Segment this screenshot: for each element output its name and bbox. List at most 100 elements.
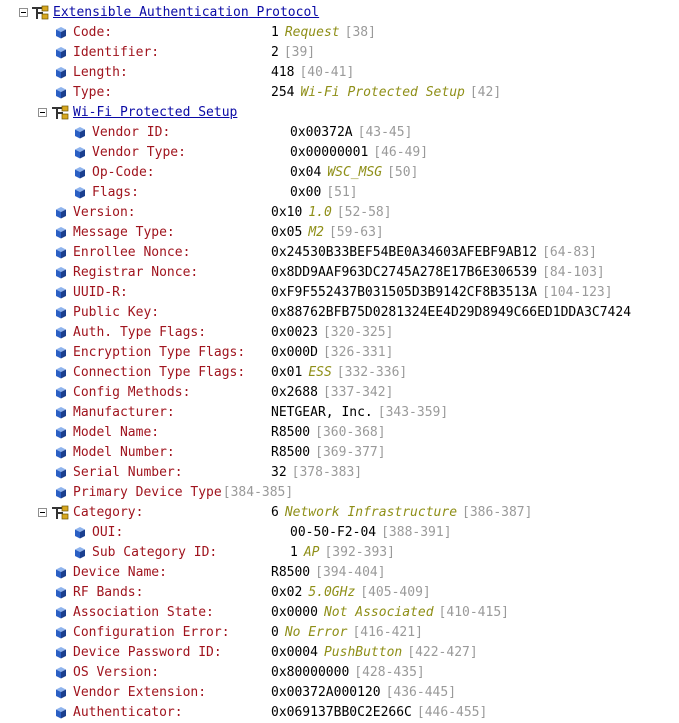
- byte-range: [326-331]: [322, 345, 394, 360]
- field-name: Model Number:: [73, 445, 175, 460]
- tree-field-row[interactable]: Model Number:R8500[369-377]: [0, 443, 679, 463]
- tree-field-row[interactable]: Enrollee Nonce:0x24530B33BEF54BE0A34603A…: [0, 243, 679, 263]
- tree-field-row[interactable]: Device Name:R8500[394-404]: [0, 563, 679, 583]
- byte-range: [332-336]: [336, 365, 408, 380]
- collapse-minus-icon[interactable]: [38, 508, 47, 517]
- byte-range: [369-377]: [315, 445, 386, 460]
- field-value: 00-50-F2-04: [290, 525, 377, 540]
- field-cube-icon: [56, 67, 66, 79]
- tree-field-row[interactable]: Manufacturer:NETGEAR, Inc.[343-359]: [0, 403, 679, 423]
- field-value: 0xF9F552437B031505D3B9142CF8B3513A: [271, 285, 538, 300]
- field-value: 418: [271, 65, 295, 80]
- field-name: Type:: [73, 85, 113, 100]
- byte-range: [384-385]: [222, 485, 294, 500]
- tree-field-row[interactable]: Model Name:R8500[360-368]: [0, 423, 679, 443]
- field-cube-icon: [56, 647, 66, 659]
- field-name: Length:: [73, 65, 128, 80]
- field-cube-icon: [75, 127, 85, 139]
- collapse-minus-icon[interactable]: [19, 8, 28, 17]
- byte-range: [337-342]: [322, 385, 394, 400]
- field-cube-icon: [56, 87, 66, 99]
- field-value: 0x000D: [271, 345, 318, 360]
- byte-range: [428-435]: [354, 665, 425, 680]
- field-name: OUI:: [92, 525, 124, 540]
- field-description: Wi-Fi Protected Setup: [300, 85, 465, 100]
- tree-field-row[interactable]: UUID-R:0xF9F552437B031505D3B9142CF8B3513…: [0, 283, 679, 303]
- tree-field-row[interactable]: Public Key:0x88762BFB75D0281324EE4D29D89…: [0, 303, 679, 323]
- field-value-group: 00-50-F2-04 [388-391]: [290, 523, 452, 543]
- tree-field-row[interactable]: Vendor Type:0x00000001[46-49]: [0, 143, 679, 163]
- field-value: 32: [271, 465, 287, 480]
- byte-range: [43-45]: [357, 125, 413, 140]
- tree-field-row[interactable]: Authenticator:0x069137BB0C2E266C[446-455…: [0, 703, 679, 723]
- byte-range: [386-387]: [462, 505, 533, 520]
- field-description: M2: [308, 225, 324, 240]
- tree-field-row[interactable]: Identifier:2[39]: [0, 43, 679, 63]
- field-cube-icon: [56, 387, 66, 399]
- tree-field-row[interactable]: Vendor Extension:0x00372A000120[436-445]: [0, 683, 679, 703]
- tree-field-row[interactable]: Primary Device Type[384-385]: [0, 483, 679, 503]
- field-cube-icon: [75, 167, 85, 179]
- field-value: 0x00: [290, 185, 322, 200]
- byte-range: [59-63]: [328, 225, 384, 240]
- tree-field-row[interactable]: Config Methods:0x2688[337-342]: [0, 383, 679, 403]
- tree-field-row[interactable]: Length:418[40-41]: [0, 63, 679, 83]
- tree-field-row[interactable]: OS Version:0x80000000[428-435]: [0, 663, 679, 683]
- tree-field-row[interactable]: Auth. Type Flags:0x0023[320-325]: [0, 323, 679, 343]
- field-cube-icon: [56, 587, 66, 599]
- field-value-group: 0x8DD9AAF963DC2745A278E17B6E306539[84-10…: [271, 263, 605, 283]
- tree-section-row[interactable]: Wi-Fi Protected Setup: [0, 103, 679, 123]
- tree-field-row[interactable]: Flags:0x00[51]: [0, 183, 679, 203]
- field-value: 0x8DD9AAF963DC2745A278E17B6E306539: [271, 265, 538, 280]
- byte-range: [360-368]: [315, 425, 386, 440]
- field-name: Wi-Fi Protected Setup: [73, 105, 238, 120]
- field-cube-icon: [56, 567, 66, 579]
- field-value-group: 0x069137BB0C2E266C[446-455]: [271, 703, 487, 723]
- field-value: 0x00000001: [290, 145, 369, 160]
- field-description: WSC_MSG: [327, 165, 383, 180]
- field-name: Configuration Error:: [73, 625, 230, 640]
- field-value: 0x2688: [271, 385, 318, 400]
- tree-field-row[interactable]: Encryption Type Flags:0x000D[326-331]: [0, 343, 679, 363]
- field-value: 0x80000000: [271, 665, 350, 680]
- field-name: Primary Device Type: [73, 485, 222, 500]
- field-value-group: 0x00000001[46-49]: [290, 143, 428, 163]
- field-value: 0x01: [271, 365, 303, 380]
- byte-range: [42]: [469, 85, 502, 100]
- tree-field-row[interactable]: Registrar Nonce: 0x8DD9AAF963DC2745A278E1…: [0, 263, 679, 283]
- field-cube-icon: [56, 367, 66, 379]
- field-value-group: 0x000D [326-331]: [271, 343, 393, 363]
- field-name: Registrar Nonce:: [73, 265, 199, 280]
- tree-field-row[interactable]: OUI: 00-50-F2-04 [388-391]: [0, 523, 679, 543]
- field-value-group: 0xF9F552437B031505D3B9142CF8B3513A[104-1…: [271, 283, 613, 303]
- tree-field-row[interactable]: Serial Number:32[378-383]: [0, 463, 679, 483]
- tree-field-row[interactable]: Vendor ID:0x00372A[43-45]: [0, 123, 679, 143]
- field-value: 0x00372A000120: [271, 685, 381, 700]
- byte-range: [388-391]: [381, 525, 452, 540]
- tree-section-row[interactable]: Extensible Authentication Protocol: [0, 3, 679, 23]
- field-description: 5.0GHz: [308, 585, 356, 600]
- field-name: Message Type:: [73, 225, 175, 240]
- field-cube-icon: [56, 207, 66, 219]
- field-description: Not Associated: [323, 605, 434, 620]
- byte-range: [50]: [387, 165, 419, 180]
- field-cube-icon: [75, 527, 85, 539]
- collapse-minus-icon[interactable]: [38, 108, 47, 117]
- byte-range: [51]: [326, 185, 358, 200]
